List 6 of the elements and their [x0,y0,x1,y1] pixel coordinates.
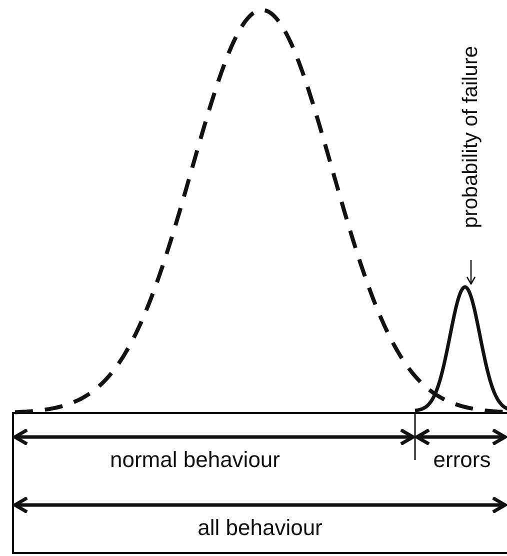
range-label: errors [433,447,491,473]
leader-arrow [466,260,476,285]
error-distribution-curve [413,285,507,413]
range-label: all behaviour [198,515,322,541]
annotation-text: probability of failure [459,17,483,257]
range-label: normal behaviour [110,447,280,473]
